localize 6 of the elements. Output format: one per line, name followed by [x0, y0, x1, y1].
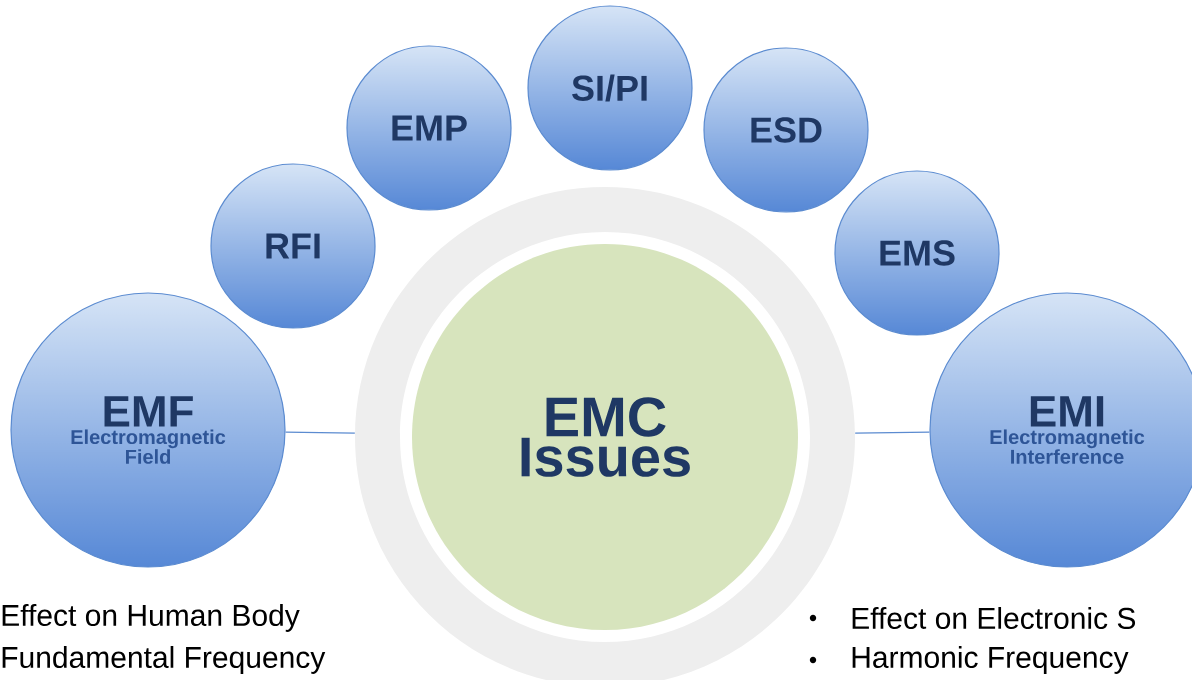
bullet-text: Harmonic Frequency	[852, 646, 1129, 674]
connector-line	[285, 431, 356, 434]
connector-line	[854, 431, 930, 434]
bullet-text: Effect on Electronic S	[852, 607, 1136, 629]
bullet-text: Effect on Human Body	[2, 604, 300, 632]
bullet-text: Fundamental Frequency	[2, 646, 326, 674]
